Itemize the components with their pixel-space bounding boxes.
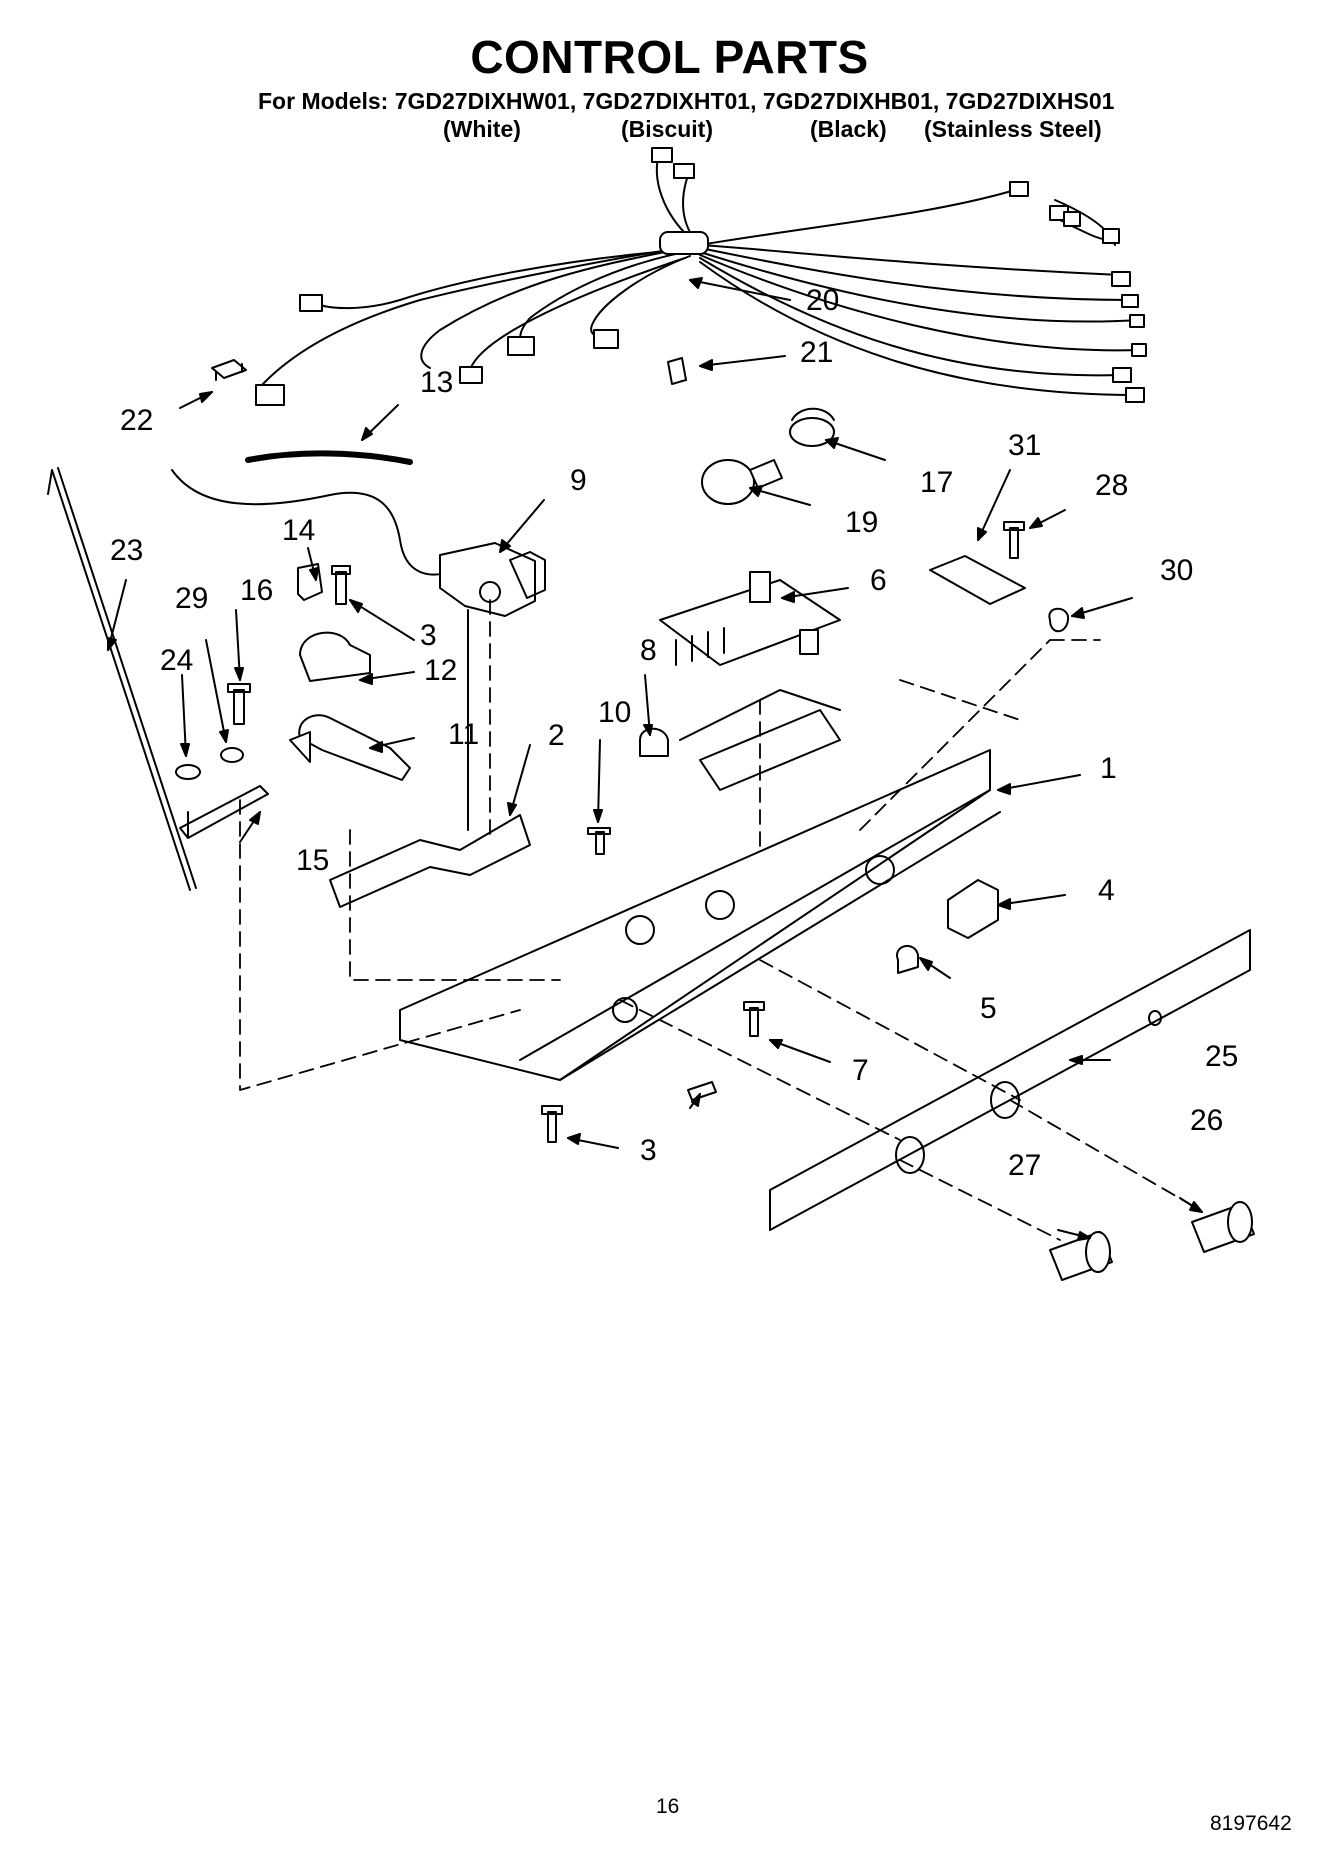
- part-13-tube: [245, 450, 413, 465]
- callout-6: 6: [870, 564, 887, 597]
- variant-black: (Black): [810, 116, 887, 142]
- models-line: For Models: 7GD27DIXHW01, 7GD27DIXHT01, …: [258, 88, 1115, 114]
- callout-1: 1: [1100, 752, 1117, 785]
- part-5-plunger: [896, 945, 919, 974]
- callout-19: 19: [845, 506, 878, 539]
- callout-3: 3: [420, 619, 437, 652]
- callout-13: 13: [420, 366, 453, 399]
- part-7-screw: [743, 1001, 765, 1037]
- callout-26: 26: [1190, 1104, 1223, 1137]
- callout-2: 2: [548, 719, 565, 752]
- callout-21: 21: [800, 336, 833, 369]
- callout-23: 23: [110, 534, 143, 567]
- variant-biscuit: (Biscuit): [621, 116, 713, 142]
- part-3-screw-right: [687, 1081, 717, 1101]
- part-8-grommet: [639, 727, 669, 757]
- callout-labels: 1233456789101112131415161719202122232425…: [110, 284, 1238, 1182]
- part-25-front-panel: [769, 929, 1251, 1231]
- leader-lines: [107, 277, 1203, 1241]
- part-21-clip: [667, 357, 687, 385]
- part-26-button: [1191, 1201, 1255, 1253]
- part-19-bulb: [701, 459, 783, 505]
- callout-7: 7: [852, 1054, 869, 1087]
- callout-17: 17: [920, 466, 953, 499]
- page-number: 16: [656, 1795, 680, 1818]
- callout-24: 24: [160, 644, 193, 677]
- part-29-washer: [220, 747, 244, 763]
- part-16-screw: [227, 683, 251, 725]
- callout-14: 14: [282, 514, 315, 547]
- part-24-washer: [175, 764, 201, 780]
- part-31-board: [929, 555, 1026, 605]
- part-30-clip: [1048, 607, 1070, 633]
- part-15-lever: [179, 785, 269, 839]
- callout-10: 10: [598, 696, 631, 729]
- part-12-bracket: [299, 631, 371, 682]
- callout-12: 12: [424, 654, 457, 687]
- page-title: CONTROL PARTS: [470, 31, 869, 83]
- part-3-screw-lower: [541, 1105, 563, 1143]
- part-1-control-housing: [399, 689, 1001, 1081]
- part-23-rod: [47, 467, 197, 891]
- variant-stainless-steel: (Stainless Steel): [924, 116, 1102, 142]
- callout-4: 4: [1098, 874, 1115, 907]
- part-28-screw: [1003, 521, 1025, 559]
- part-4-switch: [947, 879, 999, 939]
- part-2-bracket: [329, 814, 531, 908]
- part-3-screw-upper: [331, 565, 351, 605]
- part-11-shaft: [289, 714, 411, 781]
- callout-28: 28: [1095, 469, 1128, 502]
- callout-5: 5: [980, 992, 997, 1025]
- wiring-harness: [255, 147, 1147, 406]
- callout-11: 11: [448, 718, 479, 751]
- part-22-clip: [211, 359, 247, 381]
- callout-31: 31: [1008, 429, 1041, 462]
- callout-22: 22: [120, 404, 153, 437]
- document-number: 8197642: [1210, 1812, 1292, 1835]
- callout-15: 15: [296, 844, 329, 877]
- callout-27: 27: [1008, 1149, 1041, 1182]
- callout-29: 29: [175, 582, 208, 615]
- callout-16: 16: [240, 574, 273, 607]
- callout-25: 25: [1205, 1040, 1238, 1073]
- callout-9: 9: [570, 464, 587, 497]
- part-6-control-board: [659, 571, 841, 666]
- callout-3-lower: 3: [640, 1134, 657, 1167]
- callout-20: 20: [806, 284, 839, 317]
- callout-30: 30: [1160, 554, 1193, 587]
- part-17-socket: [789, 407, 835, 447]
- variant-white: (White): [443, 116, 521, 142]
- part-10-screw: [587, 827, 611, 855]
- callout-8: 8: [640, 634, 657, 667]
